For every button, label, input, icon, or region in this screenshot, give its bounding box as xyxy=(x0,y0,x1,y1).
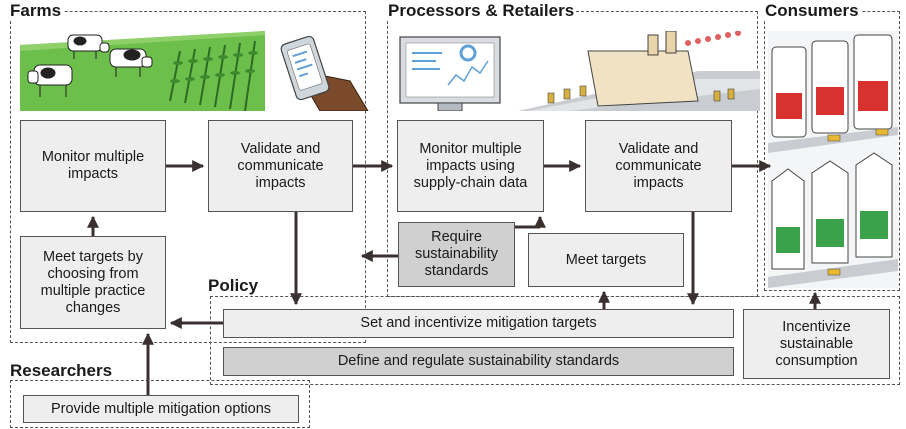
researchers-header: Researchers xyxy=(8,361,115,380)
require-standards-box: Require sustainability standards xyxy=(398,222,515,287)
policy-header: Policy xyxy=(206,276,261,295)
farm-monitor-box: Monitor multiple impacts xyxy=(20,120,166,212)
farms-region xyxy=(10,11,366,343)
farms-header: Farms xyxy=(8,1,64,20)
shelf-illustration xyxy=(768,31,898,288)
proc-meet-targets-box: Meet targets xyxy=(528,233,684,287)
incentivize-consumption-box: Incentivize sustainable consumption xyxy=(743,309,890,379)
farm-illustration xyxy=(20,31,370,111)
farm-validate-box: Validate and communicate impacts xyxy=(208,120,353,212)
researchers-region xyxy=(10,380,310,428)
define-standards-box: Define and regulate sustainability stand… xyxy=(223,347,734,376)
proc-monitor-box: Monitor multiple impacts using supply-ch… xyxy=(397,120,544,212)
set-targets-box: Set and incentivize mitigation targets xyxy=(223,309,734,338)
consumers-header: Consumers xyxy=(763,1,861,20)
proc-validate-box: Validate and communicate impacts xyxy=(585,120,732,212)
policy-region xyxy=(210,296,900,385)
farm-meet-targets-box: Meet targets by choosing from multiple p… xyxy=(20,236,166,329)
factory-illustration xyxy=(398,31,760,111)
processors-header: Processors & Retailers xyxy=(386,1,577,20)
provide-options-box: Provide multiple mitigation options xyxy=(23,395,299,423)
